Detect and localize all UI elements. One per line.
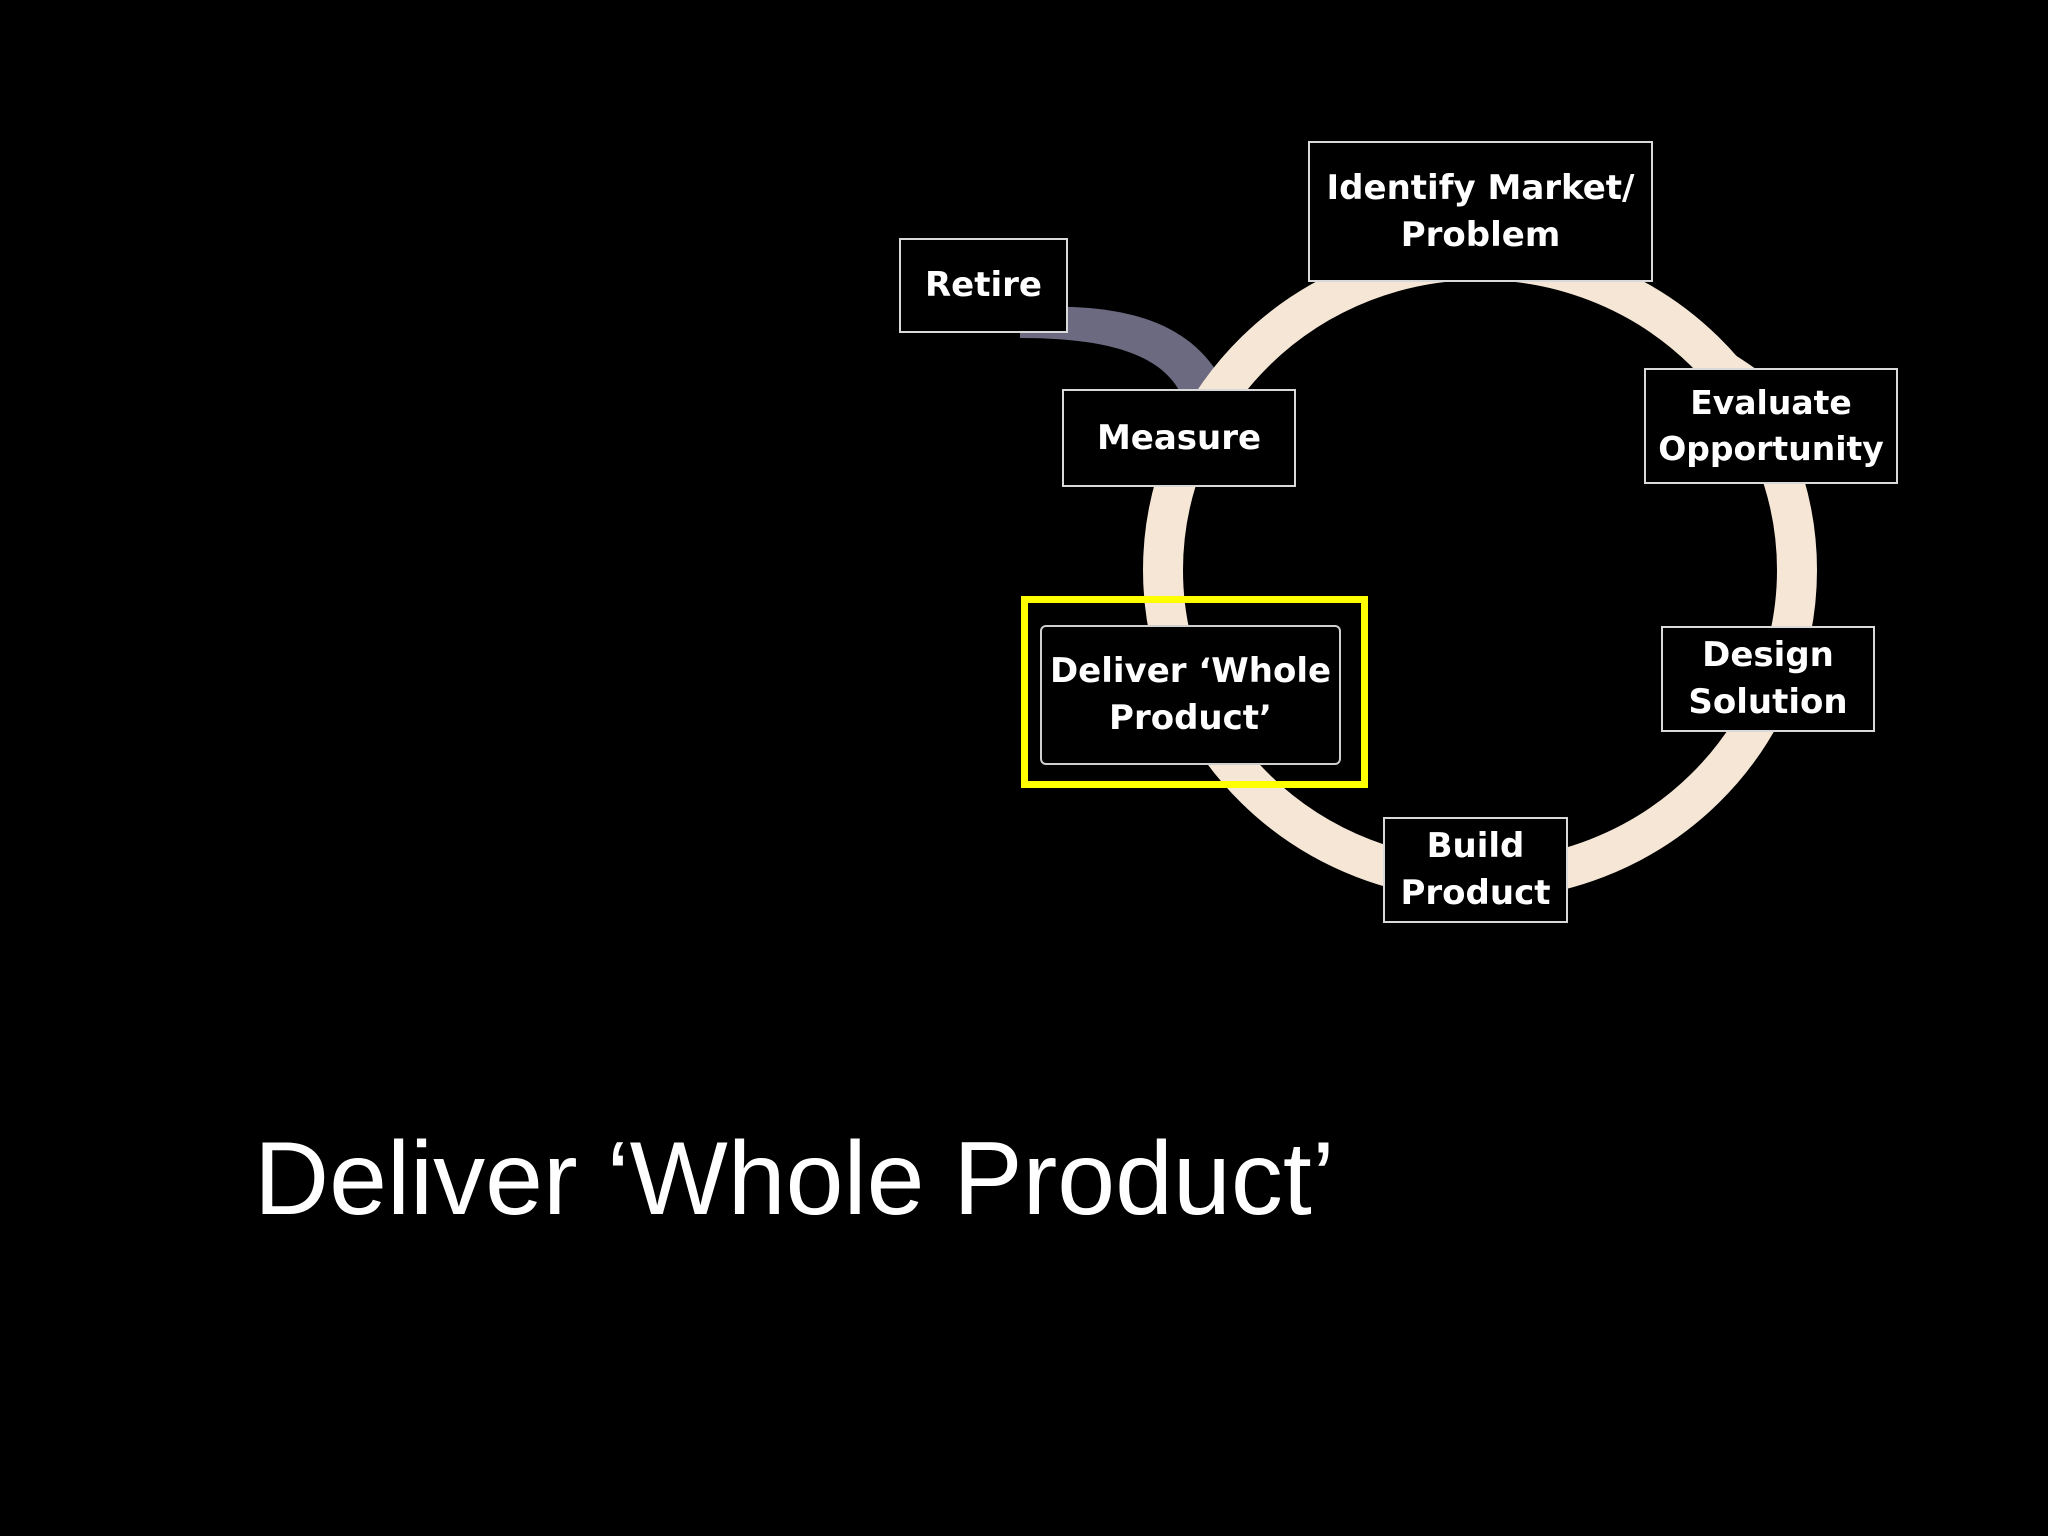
step-measure: Measure [1062,389,1296,487]
step-evaluate-opportunity-label: Evaluate Opportunity [1658,383,1884,468]
step-deliver-whole-product: Deliver ‘Whole Product’ [1040,625,1341,765]
step-build-product-label: Build Product [1400,826,1551,913]
step-build-product: Build Product [1383,817,1568,923]
step-measure-label: Measure [1096,417,1262,458]
step-evaluate-opportunity: Evaluate Opportunity [1644,368,1898,484]
identify-to-evaluate-arrow [1560,282,1760,372]
step-retire: Retire [899,238,1068,333]
step-identify-market: Identify Market/ Problem [1308,141,1653,282]
step-design-solution: Design Solution [1661,626,1875,732]
step-identify-market-label: Identify Market/ Problem [1326,167,1635,255]
step-retire-label: Retire [925,265,1042,306]
slide-title: Deliver ‘Whole Product’ [254,1121,1335,1237]
highlight-box [1021,596,1368,788]
step-design-solution-label: Design Solution [1688,635,1848,722]
step-deliver-whole-product-label: Deliver ‘Whole Product’ [1049,651,1332,738]
retire-branch-arrow [1020,306,1228,392]
